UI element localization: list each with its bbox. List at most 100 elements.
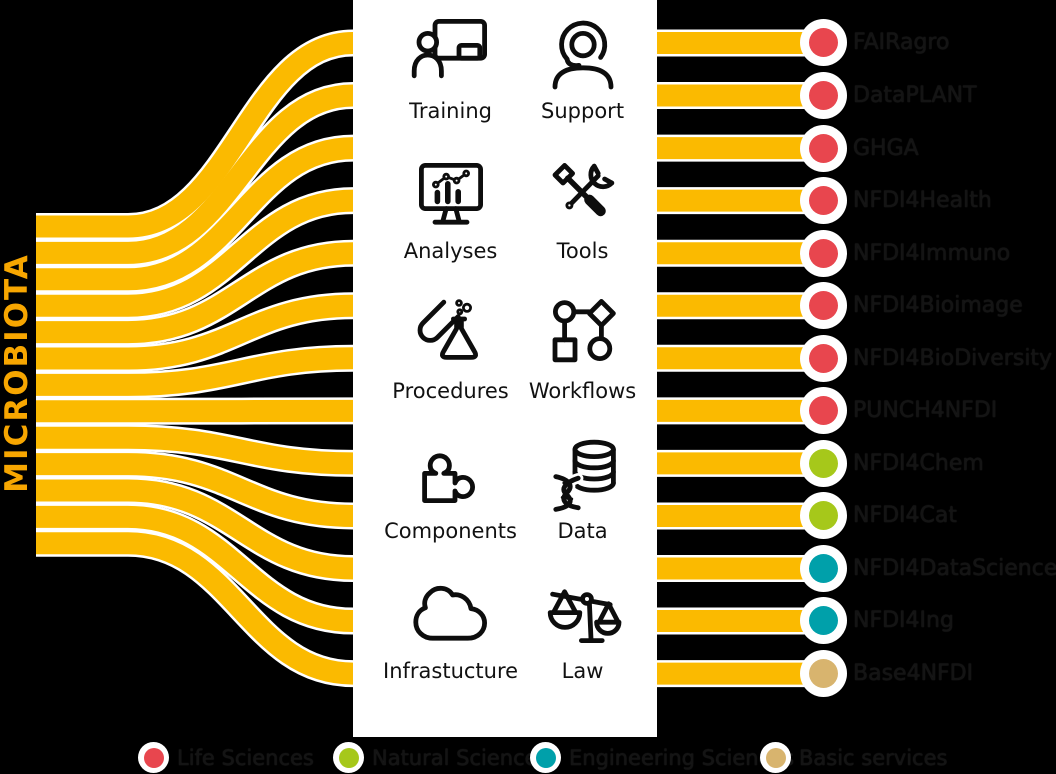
dot-ring xyxy=(800,335,847,382)
category-dot xyxy=(809,81,838,110)
item-label: NFDI4Immuno xyxy=(853,241,1011,266)
service-infrastructure: Infrastucture xyxy=(383,575,518,715)
category-dot xyxy=(809,659,838,688)
data-icon xyxy=(550,439,616,515)
list-item-fairagro: FAIRagro xyxy=(800,19,1056,66)
item-label: Base4NFDI xyxy=(853,661,974,686)
category-dot xyxy=(809,449,838,478)
item-label: FAIRagro xyxy=(853,30,950,55)
legend-label: Natural Sciences xyxy=(372,745,549,770)
service-label: Support xyxy=(541,99,625,123)
category-dot xyxy=(809,554,838,583)
dot-ring xyxy=(530,742,561,773)
list-item-nfdi4immuno: NFDI4Immuno xyxy=(800,230,1056,277)
dot-ring xyxy=(800,19,847,66)
item-label: DataPLANT xyxy=(853,83,977,108)
dot-ring xyxy=(800,650,847,697)
law-icon xyxy=(547,589,621,643)
dot-ring xyxy=(800,545,847,592)
components-icon xyxy=(421,453,475,503)
item-label: NFDI4Ing xyxy=(853,608,954,633)
legend-engineering-sciences: Engineering Sciences xyxy=(530,742,794,773)
dot-ring xyxy=(800,230,847,277)
dot-ring xyxy=(800,597,847,644)
dot-ring xyxy=(800,282,847,329)
legend-dot xyxy=(535,747,556,768)
dot-ring xyxy=(800,440,847,487)
category-dot xyxy=(809,239,838,268)
service-label: Workflows xyxy=(528,379,637,403)
service-law: Law xyxy=(518,575,647,715)
service-label: Tools xyxy=(556,239,609,263)
legend-dot xyxy=(338,747,359,768)
service-label: Infrastucture xyxy=(383,659,519,683)
dot-ring xyxy=(138,742,169,773)
dot-ring xyxy=(333,742,364,773)
list-item-nfdi4datascience: NFDI4DataScience xyxy=(800,545,1056,592)
category-dot xyxy=(809,186,838,215)
item-label: GHGA xyxy=(853,136,919,161)
legend-natural-sciences: Natural Sciences xyxy=(333,742,548,773)
service-label: Analyses xyxy=(403,239,498,263)
category-dot xyxy=(809,134,838,163)
legend-label: Life Sciences xyxy=(177,745,314,770)
dot-ring xyxy=(760,742,791,773)
category-dot xyxy=(809,606,838,635)
list-item-dataplant: DataPLANT xyxy=(800,72,1056,119)
list-item-nfdi4cat: NFDI4Cat xyxy=(800,492,1056,539)
service-data: Data xyxy=(518,435,647,575)
list-item-base4nfdi: Base4NFDI xyxy=(800,650,1056,697)
service-label: Training xyxy=(409,99,492,123)
tools-icon xyxy=(552,163,614,217)
item-label: NFDI4Bioimage xyxy=(853,293,1023,318)
service-workflows: Workflows xyxy=(518,295,647,435)
item-label: NFDI4BioDiversity xyxy=(853,346,1053,371)
category-dot xyxy=(809,291,838,320)
procedures-icon xyxy=(417,299,478,360)
category-dot xyxy=(809,501,838,530)
workflows-icon xyxy=(552,299,616,363)
list-item-nfdi4health: NFDI4Health xyxy=(800,177,1056,224)
legend-dot xyxy=(765,747,786,768)
list-item-nfdi4bioimage: NFDI4Bioimage xyxy=(800,282,1056,329)
service-components: Components xyxy=(383,435,518,575)
legend-label: Engineering Sciences xyxy=(569,745,795,770)
category-dot xyxy=(809,396,838,425)
service-label: Procedures xyxy=(392,379,509,403)
service-support: Support xyxy=(518,15,647,155)
analyses-icon xyxy=(418,163,483,225)
item-label: NFDI4Cat xyxy=(853,503,958,528)
page-title: MICROBIOTA xyxy=(0,253,35,493)
dot-ring xyxy=(800,492,847,539)
service-label: Data xyxy=(557,519,608,543)
legend-label: Basic services xyxy=(799,745,948,770)
service-tools: Tools xyxy=(518,155,647,295)
item-label: NFDI4Health xyxy=(853,188,992,213)
category-dot xyxy=(809,28,838,57)
list-item-ghga: GHGA xyxy=(800,125,1056,172)
list-item-punch4nfdi: PUNCH4NFDI xyxy=(800,387,1056,434)
service-analyses: Analyses xyxy=(383,155,518,295)
support-icon xyxy=(552,20,613,90)
service-label: Components xyxy=(384,519,517,543)
service-label: Law xyxy=(561,659,604,683)
dot-ring xyxy=(800,387,847,434)
list-item-nfdi4chem: NFDI4Chem xyxy=(800,440,1056,487)
item-label: NFDI4DataScience xyxy=(853,556,1056,581)
dot-ring xyxy=(800,177,847,224)
training-icon xyxy=(411,19,487,79)
services-panel: Training Support Analyses xyxy=(353,0,657,737)
legend-dot xyxy=(143,747,164,768)
list-item-nfdi4ing: NFDI4Ing xyxy=(800,597,1056,644)
legend-life-sciences: Life Sciences xyxy=(138,742,314,773)
dot-ring xyxy=(800,72,847,119)
service-procedures: Procedures xyxy=(383,295,518,435)
dot-ring xyxy=(800,125,847,172)
item-label: PUNCH4NFDI xyxy=(853,398,998,423)
list-item-nfdi4biodiversity: NFDI4BioDiversity xyxy=(800,335,1056,382)
legend-basic-services: Basic services xyxy=(760,742,947,773)
category-dot xyxy=(809,344,838,373)
infrastructure-icon xyxy=(412,586,487,641)
item-label: NFDI4Chem xyxy=(853,451,984,476)
